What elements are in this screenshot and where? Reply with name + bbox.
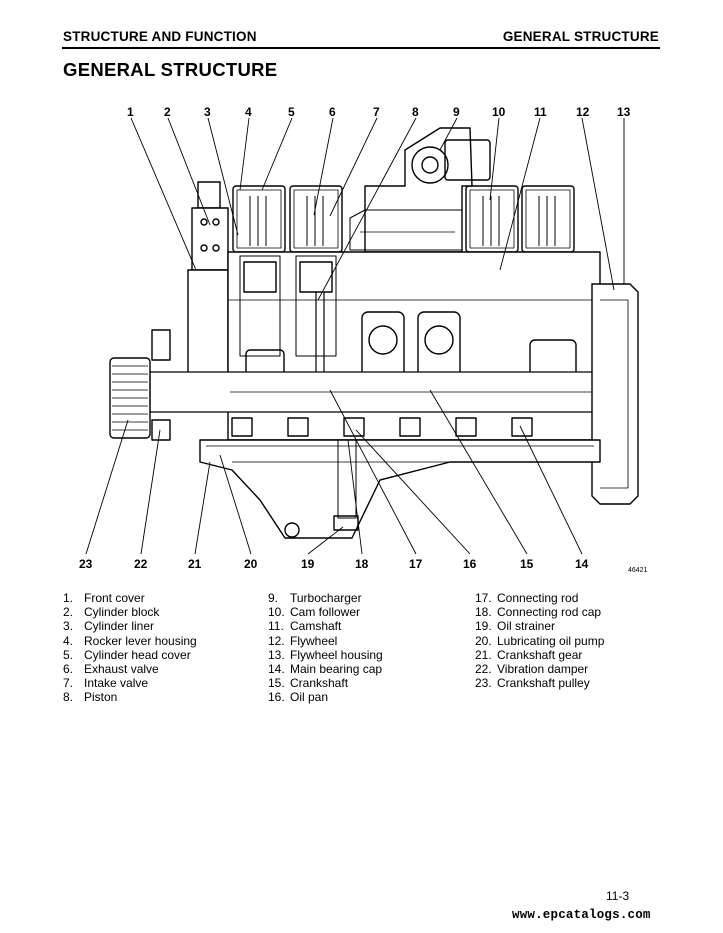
legend-item: 6.Exhaust valve [63,662,159,677]
legend-item: 11.Camshaft [268,619,342,634]
callout-22: 22 [134,557,148,571]
callout-12: 12 [576,105,590,119]
callout-1: 1 [127,105,134,119]
figure-code: 46421 [628,567,648,574]
legend-item: 17.Connecting rod [475,591,579,605]
legend-item: 13.Flywheel housing [268,647,383,662]
callout-4: 4 [245,105,252,119]
callout-9: 9 [453,105,460,119]
legend-item: 15.Crankshaft [268,676,349,691]
callout-16: 16 [463,557,477,571]
page-title: GENERAL STRUCTURE [63,59,278,80]
callout-8: 8 [412,105,419,119]
legend-column-3: 17.Connecting rod 18.Connecting rod cap … [475,591,604,690]
legend-item: 23.Crankshaft pulley [475,676,590,691]
callout-14: 14 [575,557,589,571]
legend-item: 5.Cylinder head cover [63,647,191,662]
callout-17: 17 [409,557,423,571]
legend-item: 8.Piston [63,690,118,705]
callout-10: 10 [492,105,506,119]
callout-7: 7 [373,105,380,119]
legend-item: 10.Cam follower [268,605,361,620]
callout-20: 20 [244,557,258,571]
legend-item: 18.Connecting rod cap [475,605,602,620]
callout-6: 6 [329,105,336,119]
callout-21: 21 [188,557,202,571]
page-number: 11-3 [606,889,630,903]
callout-13: 13 [617,105,631,119]
legend-column-2: 9.Turbocharger 10.Cam follower 11.Camsha… [268,591,383,705]
watermark-url: www.epcatalogs.com [512,908,651,922]
callout-2: 2 [164,105,171,119]
header-section-title: STRUCTURE AND FUNCTION [63,29,257,44]
callout-18: 18 [355,557,369,571]
legend-item: 4.Rocker lever housing [63,633,197,648]
callout-15: 15 [520,557,534,571]
legend-item: 16.Oil pan [268,690,329,705]
legend-item: 21.Crankshaft gear [475,647,583,662]
legend-item: 2.Cylinder block [63,605,160,620]
legend-item: 7.Intake valve [63,676,149,691]
header-rule [62,47,660,49]
legend-item: 9.Turbocharger [268,591,362,605]
legend-item: 19.Oil strainer [475,619,556,634]
legend-item: 20.Lubricating oil pump [475,633,605,648]
callout-5: 5 [288,105,295,119]
legend-column-1: 1.Front cover 2.Cylinder block 3.Cylinde… [63,591,197,705]
legend-item: 12.Flywheel [268,633,338,648]
header-page-topic: GENERAL STRUCTURE [502,29,659,44]
callout-23: 23 [79,557,93,571]
legend-item: 22.Vibration damper [475,662,589,677]
callout-11: 11 [534,105,547,119]
callout-19: 19 [301,557,315,571]
legend-item: 1.Front cover [63,591,145,605]
callout-3: 3 [204,105,211,119]
legend-item: 3.Cylinder liner [63,619,155,634]
legend-item: 14.Main bearing cap [268,662,383,677]
